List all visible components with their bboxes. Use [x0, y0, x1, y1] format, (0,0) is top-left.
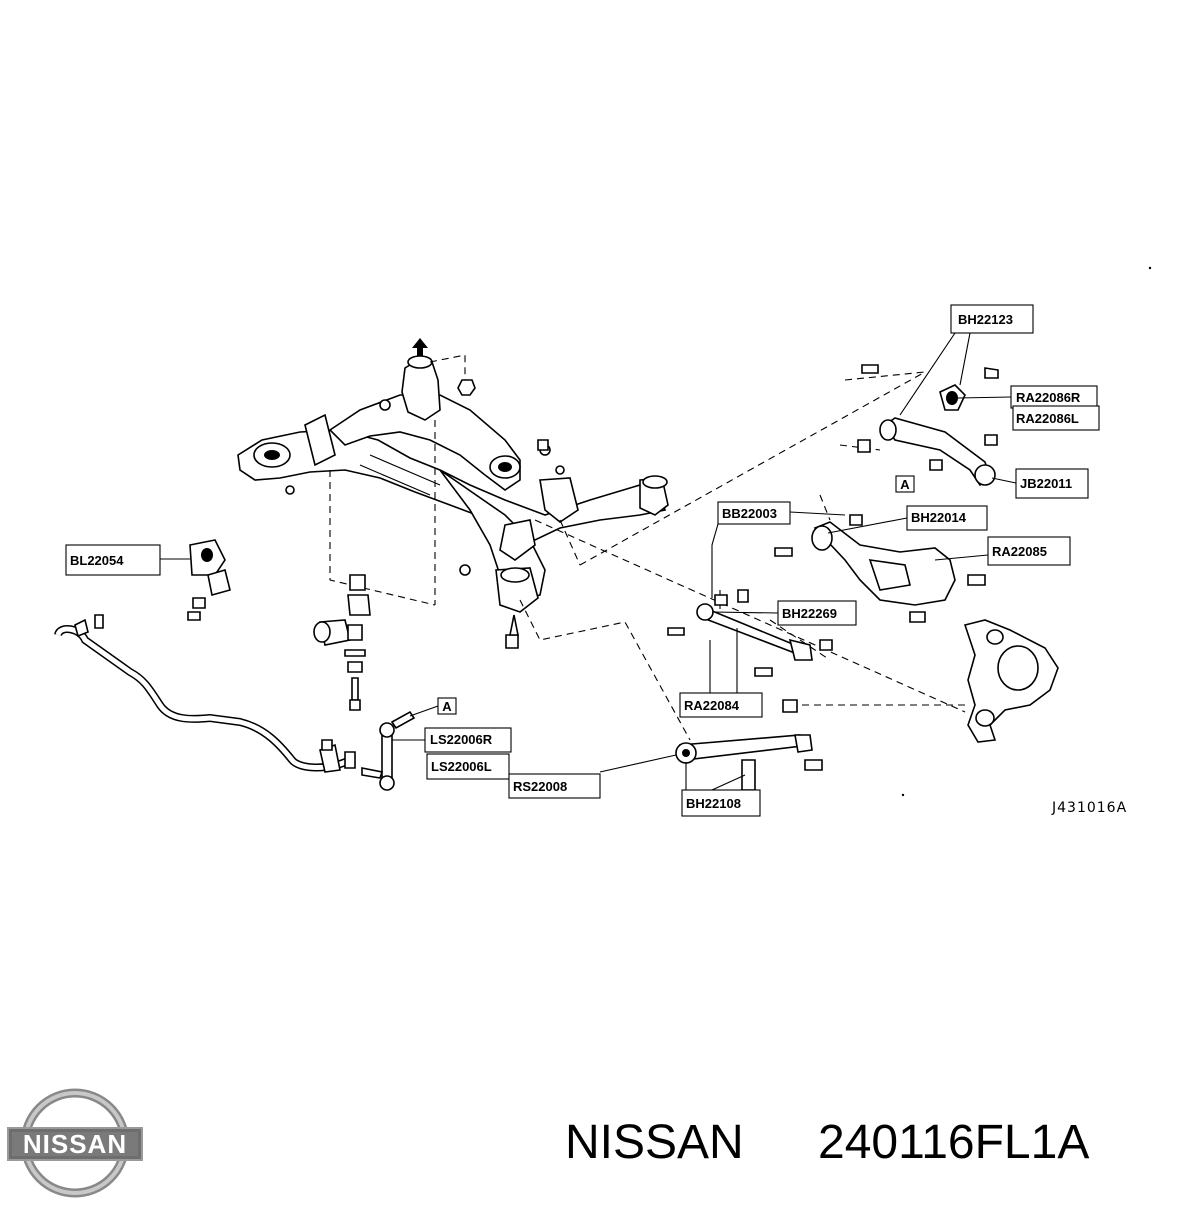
- up-arrow-icon: [412, 338, 428, 356]
- callout-ra22086l[interactable]: RA22086L: [1012, 405, 1100, 431]
- stabilizer-bushing: [187, 539, 231, 621]
- callout-bh22108[interactable]: BH22108: [681, 762, 761, 817]
- lower-arm: [774, 514, 986, 623]
- callout-ls22006r[interactable]: LS22006R: [392, 727, 512, 753]
- logo-wordmark: NISSAN: [23, 1129, 127, 1159]
- rear-link: [675, 699, 823, 791]
- stabilizer-end-link: [361, 710, 416, 791]
- toe-link: [667, 589, 833, 677]
- callout-label: LS22006L: [431, 759, 492, 774]
- reference-marker-a-upper: A: [895, 475, 915, 493]
- drawing-code: J431016A: [1051, 800, 1127, 816]
- knuckle: [963, 619, 1059, 743]
- stabilizer-bar: [54, 614, 356, 773]
- callout-label: BH22123: [958, 312, 1013, 327]
- callout-label: RA22085: [992, 544, 1047, 559]
- marker-label: A: [442, 699, 452, 714]
- callout-jb22011[interactable]: JB22011: [991, 468, 1089, 499]
- callout-label: RS22008: [513, 779, 567, 794]
- callout-label: LS22006R: [430, 732, 493, 747]
- callout-label: RA22086R: [1016, 390, 1081, 405]
- nut-icon: [457, 379, 476, 396]
- callout-bh22269[interactable]: BH22269: [711, 600, 857, 626]
- callout-label: JB22011: [1020, 476, 1072, 491]
- dashed-leader-lines: [329, 354, 970, 741]
- callout-label: BH22269: [782, 606, 837, 621]
- stray-dot: [1148, 266, 1152, 270]
- fastener-nuts: [505, 439, 549, 649]
- callout-label: RA22086L: [1016, 411, 1079, 426]
- callout-ra22085[interactable]: RA22085: [934, 536, 1071, 566]
- part-number: 240116FL1A: [818, 1116, 1089, 1169]
- callout-bh22123[interactable]: BH22123: [899, 304, 1034, 416]
- callout-bl22054[interactable]: BL22054: [65, 544, 190, 576]
- nissan-logo: NISSAN: [7, 1088, 143, 1198]
- callout-bb22003[interactable]: BB22003: [711, 501, 846, 598]
- callout-label: BL22054: [70, 553, 124, 568]
- callout-label: BB22003: [722, 506, 777, 521]
- callout-label: RA22084: [684, 698, 740, 713]
- callout-bh22014[interactable]: BH22014: [827, 505, 988, 534]
- callout-label: BH22014: [911, 510, 967, 525]
- upper-link-arm: [857, 364, 999, 487]
- stray-dot: [901, 793, 905, 797]
- callout-label: BH22108: [686, 796, 741, 811]
- stabilizer-link-stack: [313, 574, 371, 711]
- marker-label: A: [900, 477, 910, 492]
- callout-ls22006l[interactable]: LS22006L: [426, 753, 510, 780]
- reference-marker-a-lower: A: [409, 697, 457, 717]
- rear-subframe: [237, 355, 669, 613]
- callout-ra22084[interactable]: RA22084: [679, 628, 763, 718]
- callout-rs22008[interactable]: RS22008: [508, 754, 677, 799]
- callout-ra22086r[interactable]: RA22086R: [957, 385, 1098, 409]
- brand-name: NISSAN: [565, 1116, 744, 1169]
